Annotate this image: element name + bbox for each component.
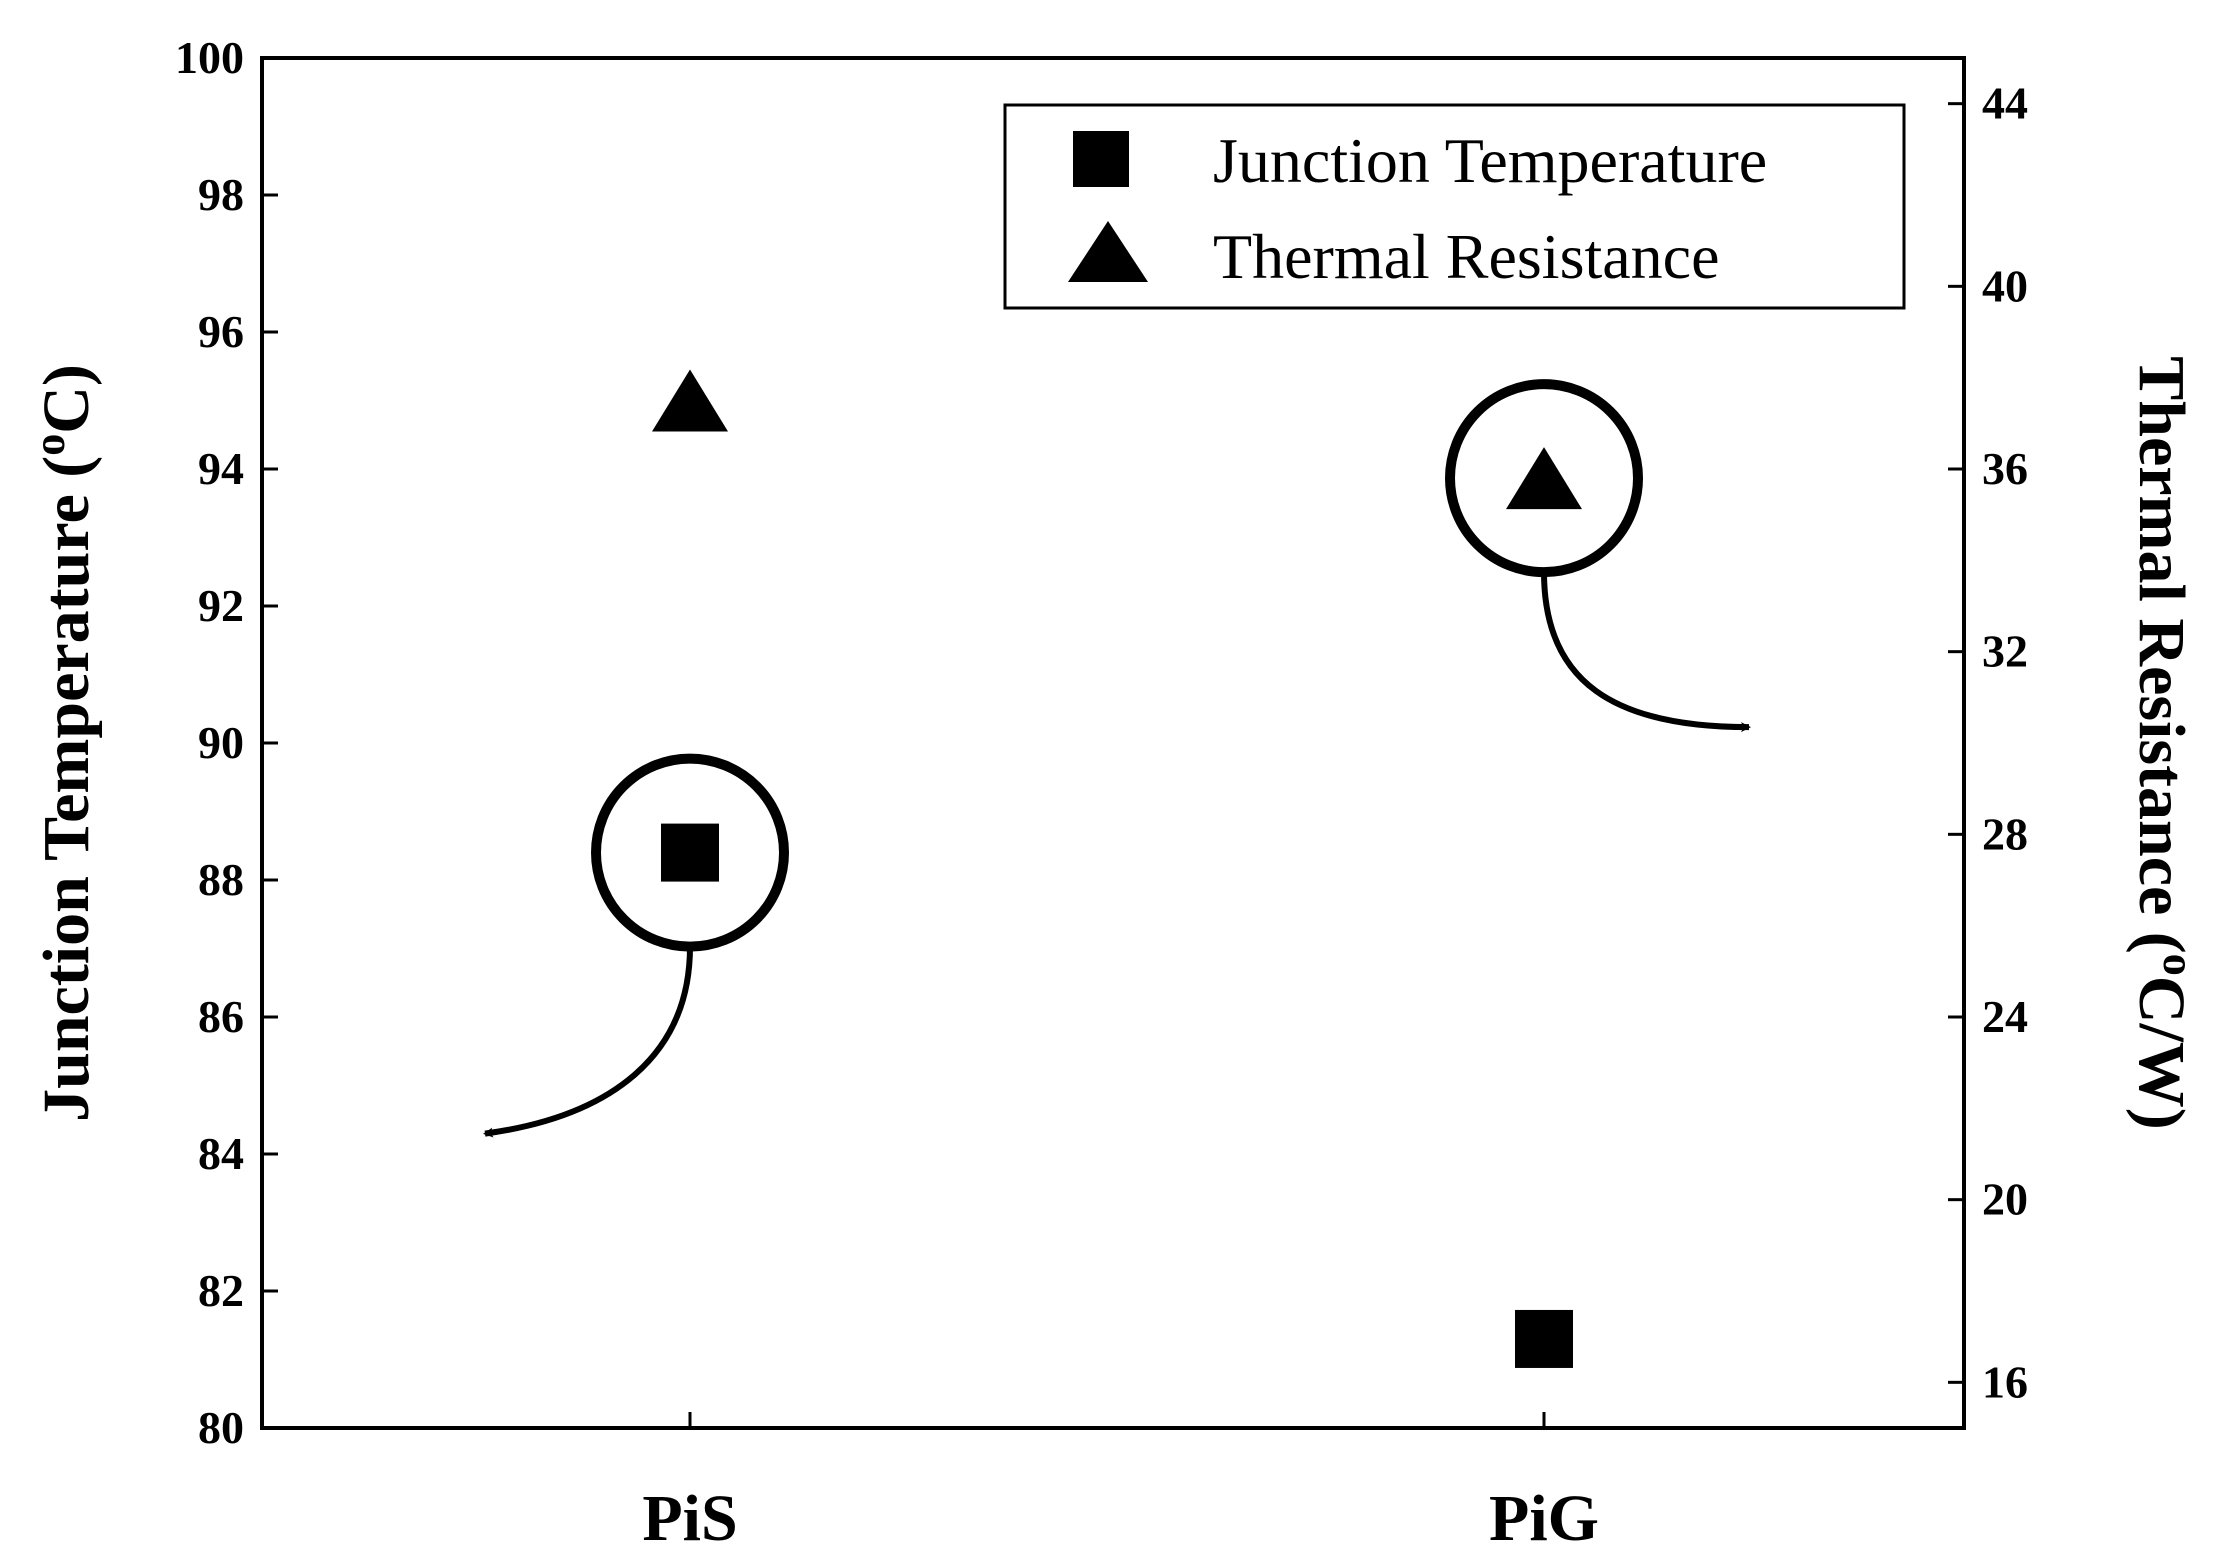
left-tick-label: 86	[198, 991, 244, 1042]
y2-axis-title: Thermal Resistance (oC/W)	[2125, 356, 2204, 1130]
right-tick-label: 16	[1982, 1356, 2028, 1407]
annotation-circle	[1445, 379, 1643, 578]
x-axis-ticks: PiS PiG	[642, 1412, 1599, 1555]
left-tick-label: 100	[175, 32, 244, 83]
y-axis-title-end: C)	[30, 364, 103, 434]
right-tick-label: 40	[1982, 260, 2028, 311]
y2-axis-title-end: C/W)	[2125, 976, 2198, 1130]
annotations	[483, 379, 1751, 1138]
right-axis-ticks: 16 20 24 28 32 36 40 44	[1948, 78, 2028, 1407]
left-tick-label: 84	[198, 1128, 244, 1179]
right-tick-label: 32	[1982, 626, 2028, 677]
left-tick-label: 82	[198, 1265, 244, 1316]
legend-square-marker	[1073, 131, 1129, 187]
junction-temperature-point	[661, 823, 719, 882]
right-tick-label: 44	[1982, 78, 2028, 129]
left-axis-ticks: 80 82 84 86 88 90 92 94 96 98 100	[175, 32, 278, 1453]
y-axis-title-sup: o	[25, 434, 74, 456]
y2-axis-title-main: Thermal Resistance (	[2125, 356, 2198, 954]
x-category-label: PiS	[642, 1482, 737, 1555]
data-points	[652, 369, 1582, 1368]
right-tick-label: 20	[1982, 1174, 2028, 1225]
legend-triangle-marker	[1068, 221, 1148, 282]
left-tick-label: 96	[198, 306, 244, 357]
junction-temperature-point	[1515, 1309, 1573, 1368]
annotation-arrow	[483, 946, 693, 1138]
left-tick-label: 90	[198, 717, 244, 768]
legend-label-junction-temperature: Junction Temperature	[1213, 125, 1767, 196]
legend-label-thermal-resistance: Thermal Resistance	[1213, 221, 1719, 292]
y2-axis-title-sup: o	[2155, 954, 2204, 976]
y-axis-title-main: Junction Temperature (	[30, 456, 103, 1122]
left-tick-label: 92	[198, 580, 244, 631]
y-axis-title: Junction Temperature (oC)	[25, 364, 104, 1122]
thermal-resistance-point	[1506, 447, 1582, 510]
thermal-resistance-point	[652, 369, 728, 432]
annotation-arrow	[1541, 572, 1751, 733]
left-tick-label: 88	[198, 854, 244, 905]
right-tick-label: 36	[1982, 443, 2028, 494]
right-tick-label: 28	[1982, 808, 2028, 859]
left-tick-label: 98	[198, 169, 244, 220]
left-tick-label: 80	[198, 1402, 244, 1453]
x-category-label: PiG	[1489, 1482, 1599, 1555]
left-tick-label: 94	[198, 443, 244, 494]
legend: Junction Temperature Thermal Resistance	[1003, 103, 1906, 310]
legend-box	[1003, 103, 1906, 310]
right-tick-label: 24	[1982, 991, 2028, 1042]
